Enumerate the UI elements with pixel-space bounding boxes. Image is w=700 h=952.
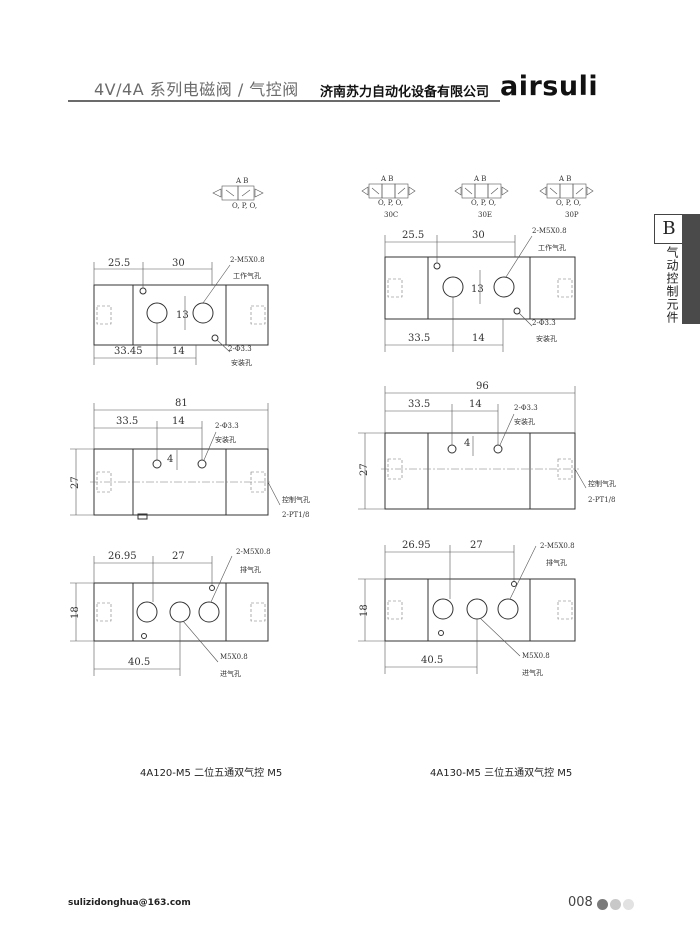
dim-right-top-vert: 13 (471, 284, 484, 295)
dim-left-bottom-height: 18 (70, 606, 81, 619)
dim-left-side-height: 27 (70, 476, 81, 489)
dim-right-bottom-a: 26.95 (402, 540, 431, 551)
dim-right-bottom-b: 27 (470, 540, 483, 551)
dim-left-side-a: 33.5 (116, 416, 138, 427)
dim-left-top-bottom-a: 33.45 (114, 346, 143, 357)
dim-left-top-b: 30 (172, 258, 185, 269)
note-right-side-mount-spec: 2-Φ3.3 (514, 404, 538, 412)
symbol-3pos-30p: A B O, P, O, 30P (539, 175, 594, 219)
note-left-ctrl: 控制气孔 (282, 495, 310, 504)
series-title: 4V/4A 系列电磁阀 / 气控阀 (94, 80, 299, 99)
note-left-mount-spec: 2-Φ3.3 (228, 345, 252, 353)
note-left-work: 工作气孔 (233, 271, 261, 280)
note-left-side-mount-spec: 2-Φ3.3 (215, 422, 239, 430)
port-label-bottom: O, P, O, (378, 199, 403, 207)
left-top-view: 25.5 30 13 33.45 14 2-M5X0.8 工作气孔 2-Φ3.3… (93, 256, 269, 367)
note-left-inlet-spec: M5X0.8 (220, 653, 248, 661)
port-label-bottom: O, P, O, (471, 199, 496, 207)
header-rule (68, 100, 500, 102)
note-right-exhaust-spec: 2-M5X0.8 (540, 542, 575, 550)
symbol-2pos: A B O, P, O, (212, 177, 264, 210)
page-dot-icon (623, 899, 634, 910)
dim-left-side-b: 14 (172, 416, 185, 427)
caption-right-model: 4A130-M5 三位五通双气控 M5 (430, 768, 573, 779)
note-left-mount: 安装孔 (231, 358, 252, 367)
variant-30e: 30E (478, 211, 492, 219)
note-left-exhaust: 排气孔 (240, 565, 261, 574)
company-name: 济南苏力自动化设备有限公司 (320, 85, 490, 100)
note-left-inlet: 进气孔 (220, 669, 241, 678)
dim-right-side-total: 96 (476, 381, 489, 392)
dim-right-bottom-height: 18 (359, 604, 370, 617)
dim-left-bottom-bottom: 40.5 (128, 657, 150, 668)
port-label-top: A B (473, 175, 486, 183)
dim-left-side-total: 81 (175, 398, 188, 409)
right-bottom-view: 26.95 27 18 40.5 2-M5X0.8 排气孔 M5X0.8 进气孔 (358, 540, 576, 677)
note-right-inlet: 进气孔 (522, 668, 543, 677)
right-side-view: 96 33.5 14 4 27 2-Φ3.3 安装孔 控制气孔 2-PT1/8 (358, 381, 616, 510)
page-number: 008 (568, 895, 593, 910)
dim-right-top-bottom-b: 14 (472, 333, 485, 344)
page-dot-icon (597, 899, 608, 910)
footer-email: sulizidonghua@163.com (68, 898, 191, 908)
port-label-top: A B (235, 177, 248, 185)
dim-right-top-bottom-a: 33.5 (408, 333, 430, 344)
note-right-exhaust: 排气孔 (546, 558, 567, 567)
note-right-mount-spec: 2-Φ3.3 (532, 319, 556, 327)
note-right-ctrl: 控制气孔 (588, 479, 616, 488)
port-label-top: A B (558, 175, 571, 183)
variant-30p: 30P (565, 211, 579, 219)
dim-left-top-vert: 13 (176, 310, 189, 321)
port-label-bottom: O, P, O, (556, 199, 581, 207)
left-bottom-view: 26.95 27 18 40.5 2-M5X0.8 排气孔 M5X0.8 进气孔 (70, 548, 271, 678)
variant-30c: 30C (384, 211, 398, 219)
port-label-bottom: O, P, O, (232, 202, 257, 210)
chapter-tab: B 气动控制元件 (648, 214, 700, 324)
note-right-side-mount: 安装孔 (514, 417, 535, 426)
chapter-bar (682, 214, 700, 324)
symbol-3pos-30e: A B O, P, O, 30E (454, 175, 509, 219)
symbol-3pos-30c: A B O, P, O, 30C (361, 175, 416, 219)
note-left-work-spec: 2-M5X0.8 (230, 256, 265, 264)
dim-left-bottom-a: 26.95 (108, 551, 137, 562)
note-right-mount: 安装孔 (536, 334, 557, 343)
dim-left-bottom-b: 27 (172, 551, 185, 562)
dim-left-top-a: 25.5 (108, 258, 130, 269)
right-top-view: 25.5 30 13 33.5 14 2-M5X0.8 工作气孔 2-Φ3.3 … (384, 227, 576, 352)
dim-right-side-vert: 4 (464, 438, 470, 449)
note-right-inlet-spec: M5X0.8 (522, 652, 550, 660)
left-side-view: 81 33.5 14 4 27 2-Φ3.3 安装孔 控制气孔 2-PT1/8 (70, 398, 310, 520)
dim-right-side-height: 27 (359, 463, 370, 476)
page-dot-icon (610, 899, 621, 910)
dim-right-side-a: 33.5 (408, 399, 430, 410)
note-left-exhaust-spec: 2-M5X0.8 (236, 548, 271, 556)
dim-left-side-vert: 4 (167, 454, 173, 465)
dim-right-top-b: 30 (472, 230, 485, 241)
note-right-work-spec: 2-M5X0.8 (532, 227, 567, 235)
note-left-ctrl-spec: 2-PT1/8 (282, 511, 309, 519)
port-label-top: A B (380, 175, 393, 183)
chapter-title: 气动控制元件 (665, 246, 679, 324)
dim-right-side-b: 14 (469, 399, 482, 410)
dim-right-top-a: 25.5 (402, 230, 424, 241)
dim-right-bottom-bottom: 40.5 (421, 655, 443, 666)
note-left-side-mount: 安装孔 (215, 435, 236, 444)
note-right-work: 工作气孔 (538, 243, 566, 252)
caption-left-model: 4A120-M5 二位五通双气控 M5 (140, 768, 283, 779)
note-right-ctrl-spec: 2-PT1/8 (588, 496, 615, 504)
dim-left-top-bottom-b: 14 (172, 346, 185, 357)
brand-logo: airsuli (500, 71, 599, 102)
